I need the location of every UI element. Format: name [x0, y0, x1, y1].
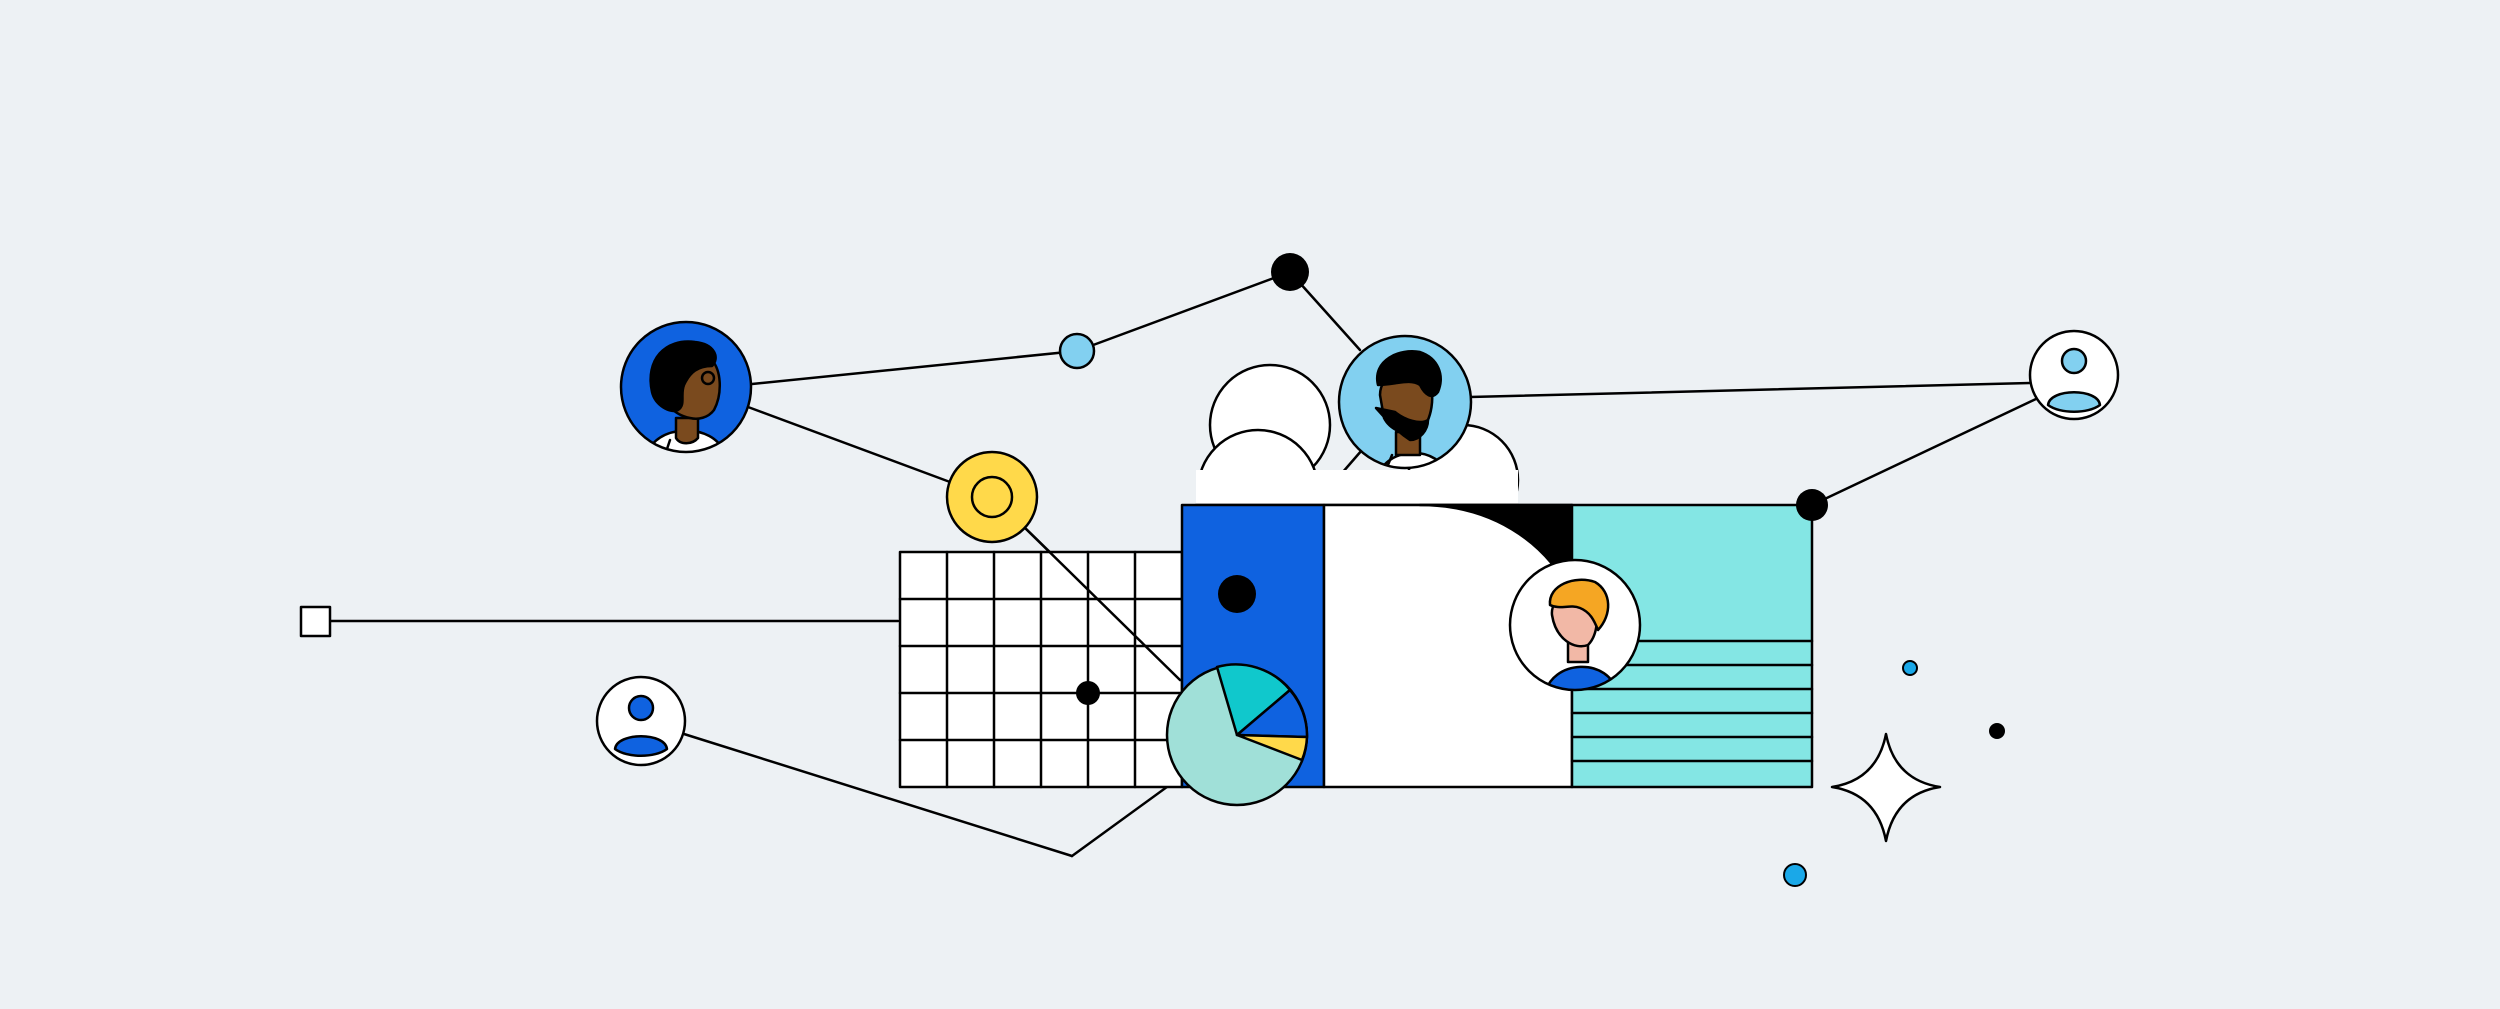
- four-point-star-icon: [1830, 732, 1942, 843]
- black-nodes: [1076, 253, 2005, 739]
- pie-chart-icon: [1165, 663, 1309, 807]
- user-icon: [2028, 329, 2120, 421]
- square-node: [299, 605, 332, 638]
- red-haired-person-avatar-icon: [1508, 558, 1642, 692]
- woman-with-glasses-avatar-icon: [619, 320, 753, 454]
- light-blue-node: [1058, 332, 1096, 370]
- node-center: [1218, 575, 1256, 613]
- grid-connector-line: [1020, 523, 1182, 682]
- blue-dot-bottom: [1783, 863, 1807, 887]
- node-dot-small: [1989, 723, 2005, 739]
- node-grid: [1076, 681, 1100, 705]
- blue-dot-small: [1902, 660, 1918, 676]
- bearded-man-avatar-icon: [1337, 334, 1473, 470]
- node-right: [1796, 489, 1828, 521]
- grid-table-icon: [898, 550, 1184, 789]
- target-circle-icon: [945, 450, 1039, 544]
- user-icon-small: [595, 675, 687, 767]
- node-top: [1271, 253, 1309, 291]
